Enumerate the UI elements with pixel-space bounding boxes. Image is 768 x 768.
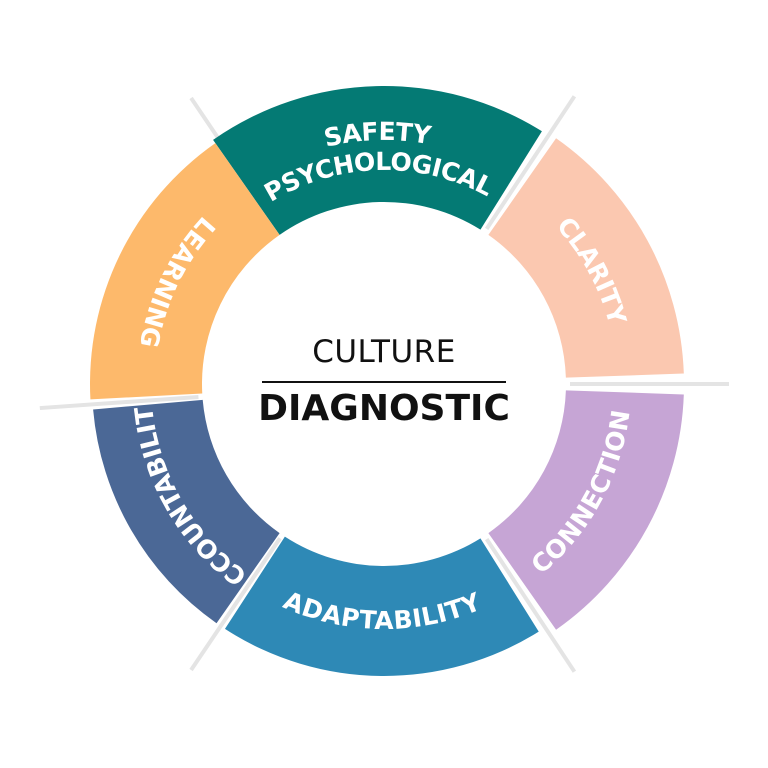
center-divider — [262, 381, 506, 383]
segment-adaptability — [224, 536, 539, 677]
divider-line — [189, 537, 282, 672]
segment-clarity — [488, 138, 684, 378]
segment-connection — [488, 390, 684, 630]
segment-accountability — [93, 399, 280, 624]
center-title-diagnostic: DIAGNOSTIC — [258, 388, 510, 429]
segment-psychological-safety — [213, 85, 542, 235]
divider-lines — [39, 95, 729, 673]
divider-line — [484, 95, 577, 231]
center-title-culture: CULTURE — [312, 334, 456, 370]
wheel-segments — [90, 85, 684, 677]
divider-line — [39, 394, 199, 411]
segment-learning — [90, 143, 280, 400]
divider-line — [484, 537, 577, 673]
